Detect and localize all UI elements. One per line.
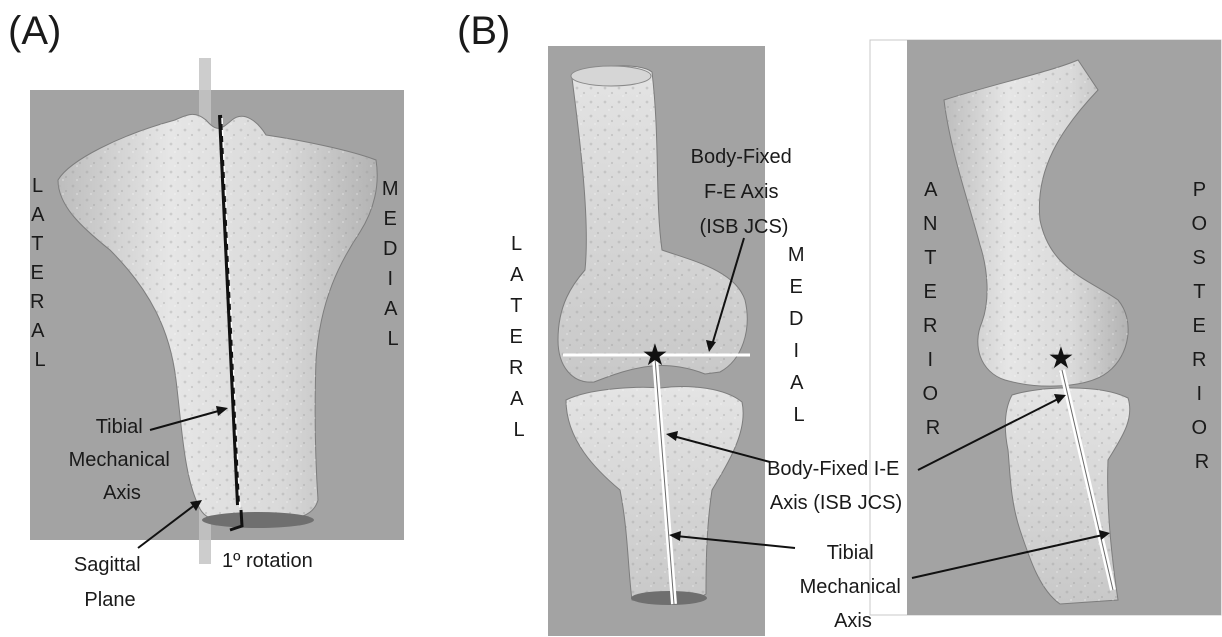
- panel-a-letter: (A): [8, 9, 61, 53]
- lateral-label-a: L A T E R A L: [30, 175, 50, 371]
- joint-center-star-front: ★: [642, 338, 669, 373]
- panel-b-side: ★ A N T E R I O R P O S T E R I O R: [870, 40, 1221, 615]
- panel-b-front: (B) ★ L A T E R A L: [457, 9, 810, 636]
- panel-a: (A) L A T E R A L M E D I A: [8, 9, 404, 611]
- panel-b-letter: (B): [457, 9, 510, 53]
- lateral-label-b: L A T E R A L: [509, 233, 529, 441]
- posterior-label: P O S T E R I O R: [1191, 179, 1212, 473]
- sagittal-plane-label: Sagittal Plane: [74, 554, 146, 611]
- rotation-label: 1º rotation: [222, 550, 313, 572]
- fe-axis-label: Body-Fixed F-E Axis (ISB JCS): [691, 146, 798, 238]
- medial-label-b: M E D I A L: [788, 244, 810, 426]
- joint-center-star-side: ★: [1048, 341, 1075, 376]
